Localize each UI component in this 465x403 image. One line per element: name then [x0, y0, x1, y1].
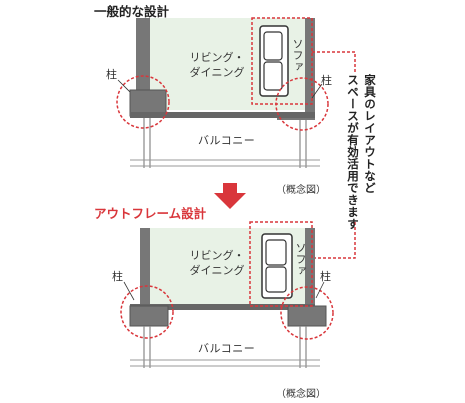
sofa-highlight-box: [251, 17, 313, 105]
callout-line2: スペースが有効活用できます: [346, 74, 360, 230]
right-wall: [305, 18, 315, 112]
right-pillar-circle-outframe: [280, 286, 334, 340]
sofa-icon: [259, 25, 289, 97]
conventional-design-heading: 一般的な設計: [94, 4, 170, 19]
pillar-label-left: 柱: [106, 68, 117, 81]
callout-connector: [312, 51, 356, 259]
living-dining-label-line2: ダイニング: [189, 66, 245, 79]
living-dining-label-line1: リビング・: [189, 51, 245, 64]
right-wall-outframe: [305, 228, 315, 306]
pillar-leader-left: [117, 79, 131, 93]
outframe-design-heading: アウトフレーム設計: [94, 206, 207, 221]
left-wall-outframe: [140, 228, 150, 306]
down-arrow-icon: [214, 183, 246, 209]
pillar-label-left-outframe: 柱: [112, 270, 123, 283]
concept-note: （概念図）: [276, 185, 326, 196]
left-pillar-circle: [116, 75, 170, 129]
right-pillar-outframe: [287, 305, 327, 327]
callout-line1: 家具のレイアウトなど: [363, 74, 377, 194]
concept-note-outframe: （概念図）: [276, 389, 326, 400]
pillar-leader-left-outframe: [123, 281, 135, 301]
left-pillar-circle-outframe: [120, 285, 174, 339]
callout-text: 家具のレイアウトなど スペースが有効活用できます: [344, 74, 378, 230]
sofa-highlight-box-outframe: [249, 221, 313, 307]
balcony-label: バルコニー: [198, 134, 256, 147]
right-pillar-circle: [275, 77, 329, 131]
outframe-plan: [120, 221, 334, 368]
floor-slab: [130, 112, 315, 118]
sofa-label-outframe: ソファ: [294, 242, 307, 277]
pillar-leader-right-outframe: [315, 281, 325, 299]
left-wall: [136, 18, 150, 112]
balcony-label-outframe: バルコニー: [198, 342, 256, 355]
sofa-icon: [261, 233, 293, 299]
pillar-label-right-outframe: 柱: [320, 270, 331, 283]
conventional-plan: [116, 17, 329, 168]
pillar-leader-right: [311, 83, 323, 99]
pillar-label-right: 柱: [321, 74, 332, 87]
sofa-label: ソファ: [291, 38, 304, 73]
floor-slab-outframe: [130, 304, 315, 310]
living-dining-label-outframe: リビング・ ダイニング: [172, 248, 262, 278]
left-pillar: [129, 89, 167, 117]
left-pillar-outframe: [129, 305, 169, 327]
living-dining-label-outframe-line2: ダイニング: [189, 264, 245, 277]
living-dining-label-outframe-line1: リビング・: [189, 249, 245, 262]
living-dining-label: リビング・ ダイニング: [172, 50, 262, 80]
